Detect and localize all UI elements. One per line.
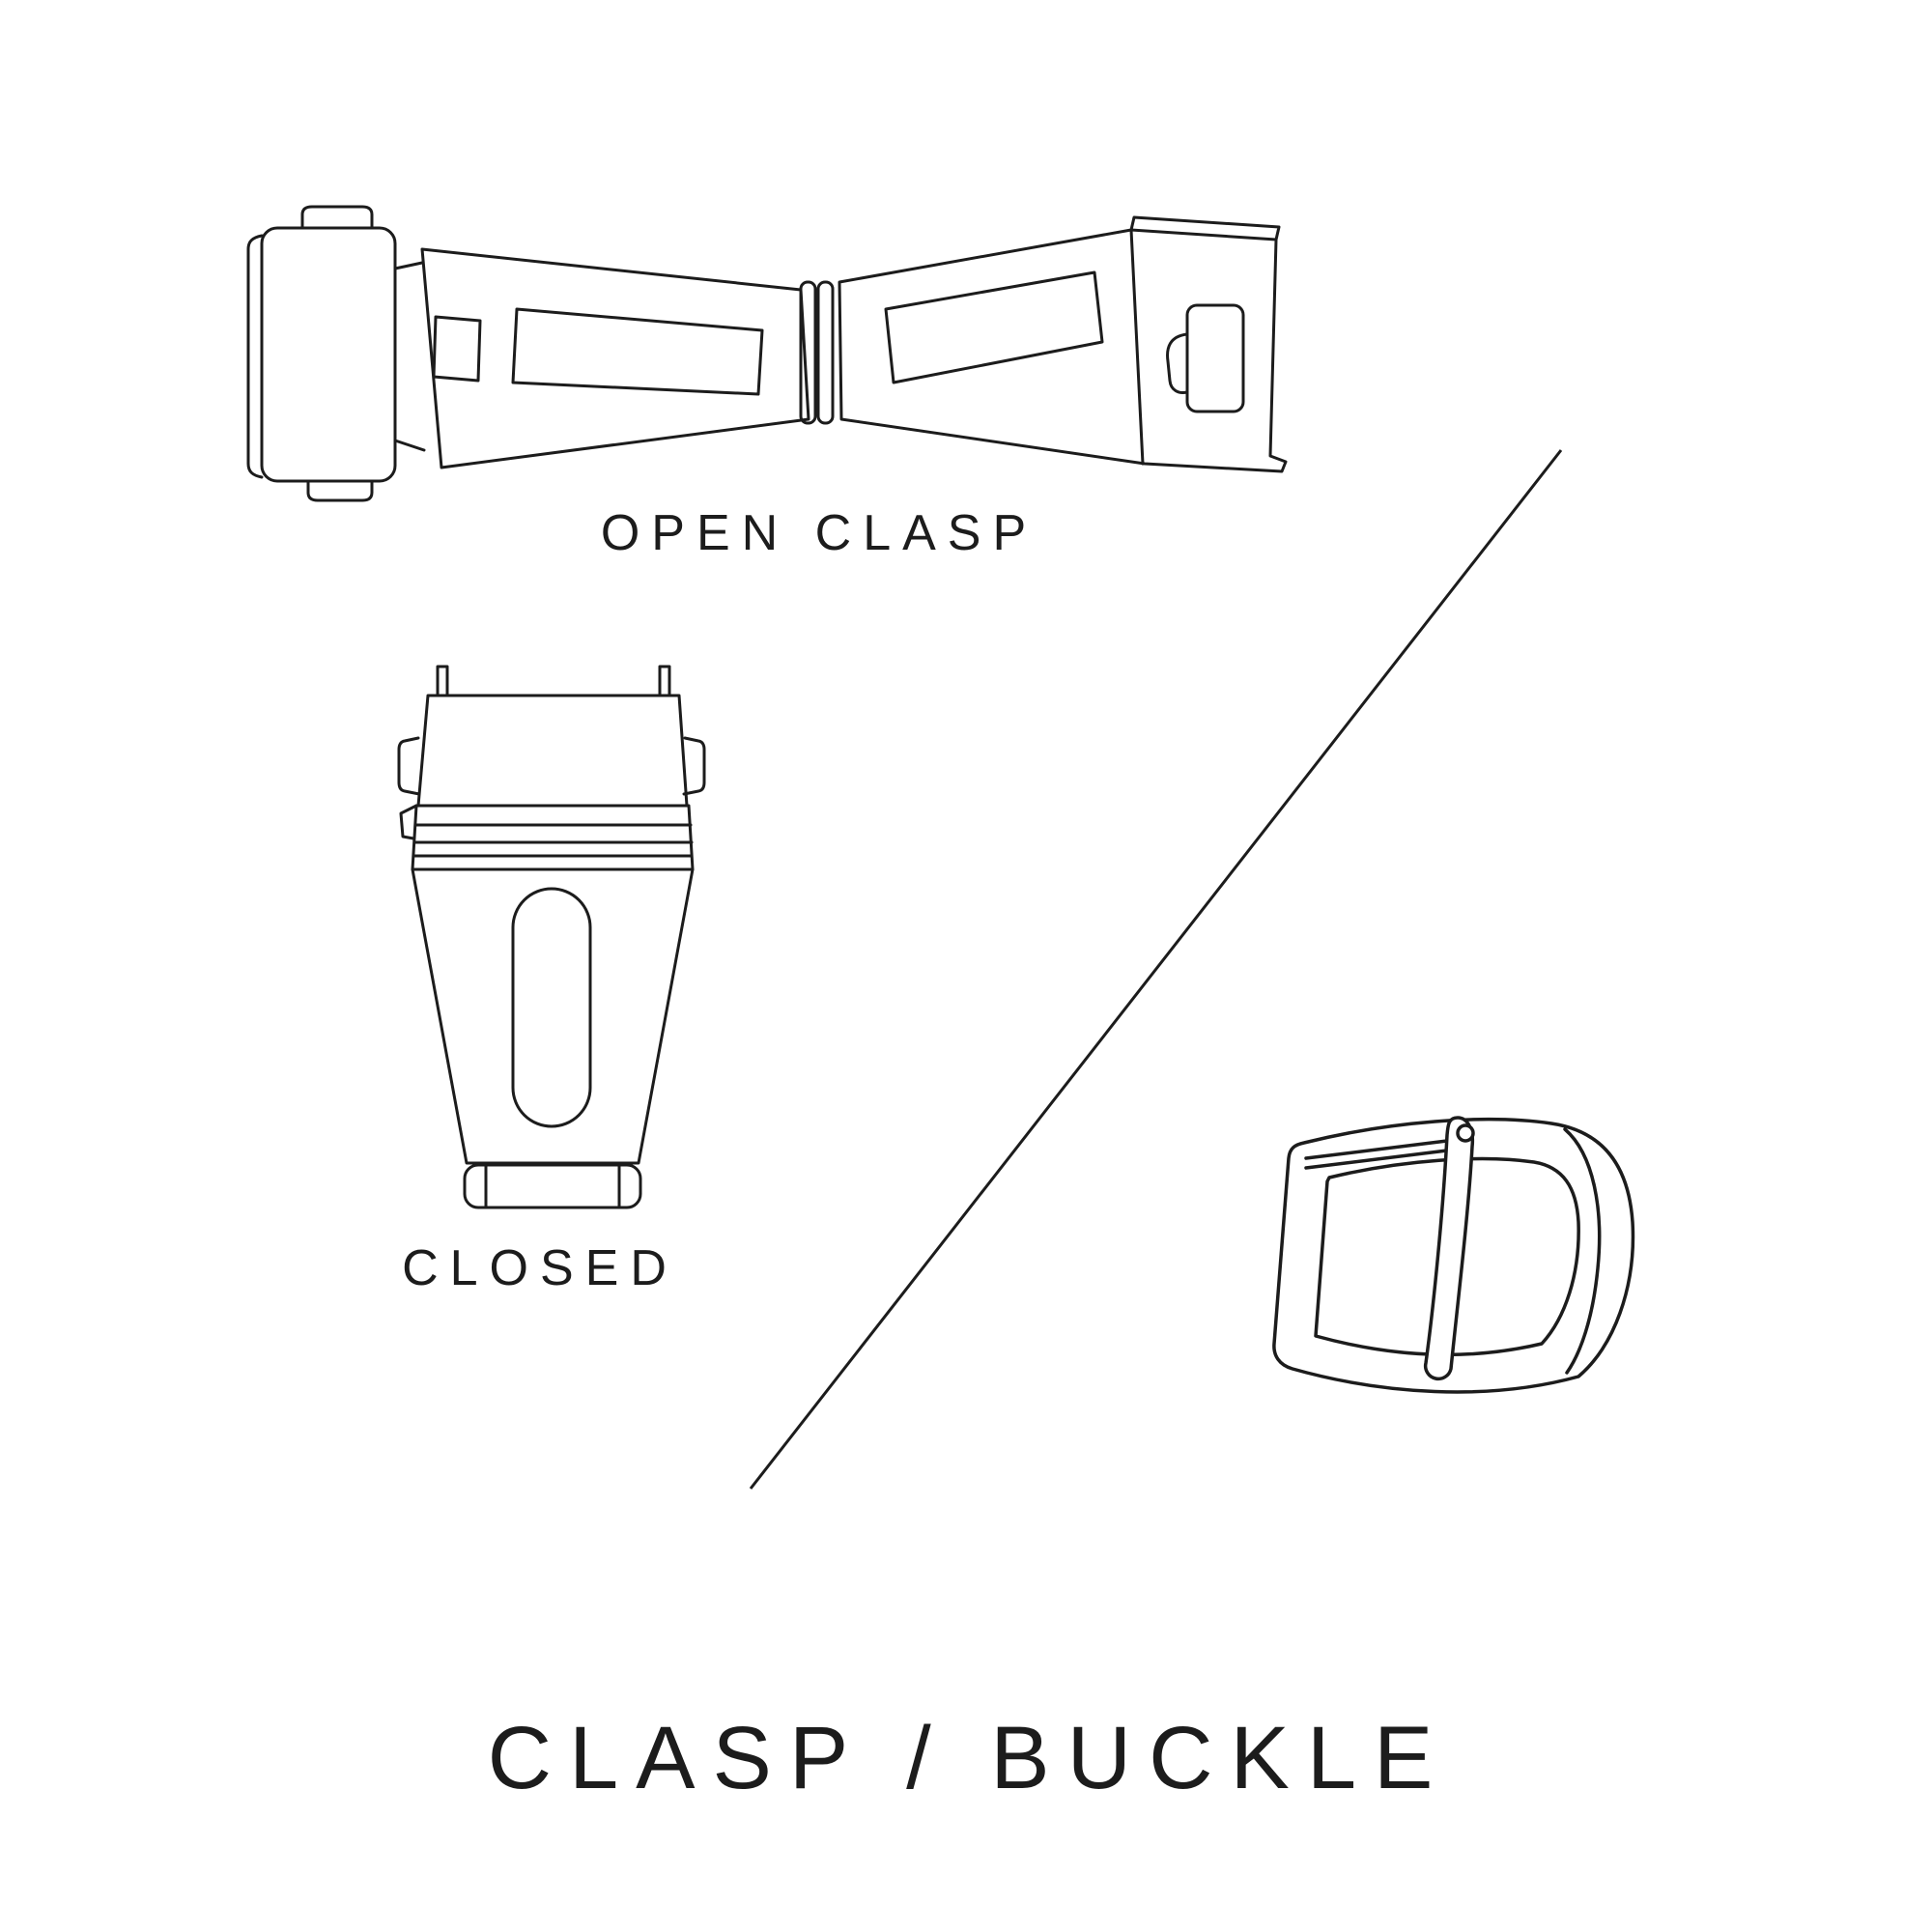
buckle-illustration xyxy=(1272,1116,1635,1394)
diagram-title: CLASP / BUCKLE xyxy=(487,1709,1451,1807)
closed-clasp-label: CLOSED xyxy=(402,1240,678,1296)
closed-clasp-illustration xyxy=(397,665,706,1209)
open-clasp-label: OPEN CLASP xyxy=(600,505,1038,561)
open-clasp-illustration xyxy=(246,205,1288,502)
